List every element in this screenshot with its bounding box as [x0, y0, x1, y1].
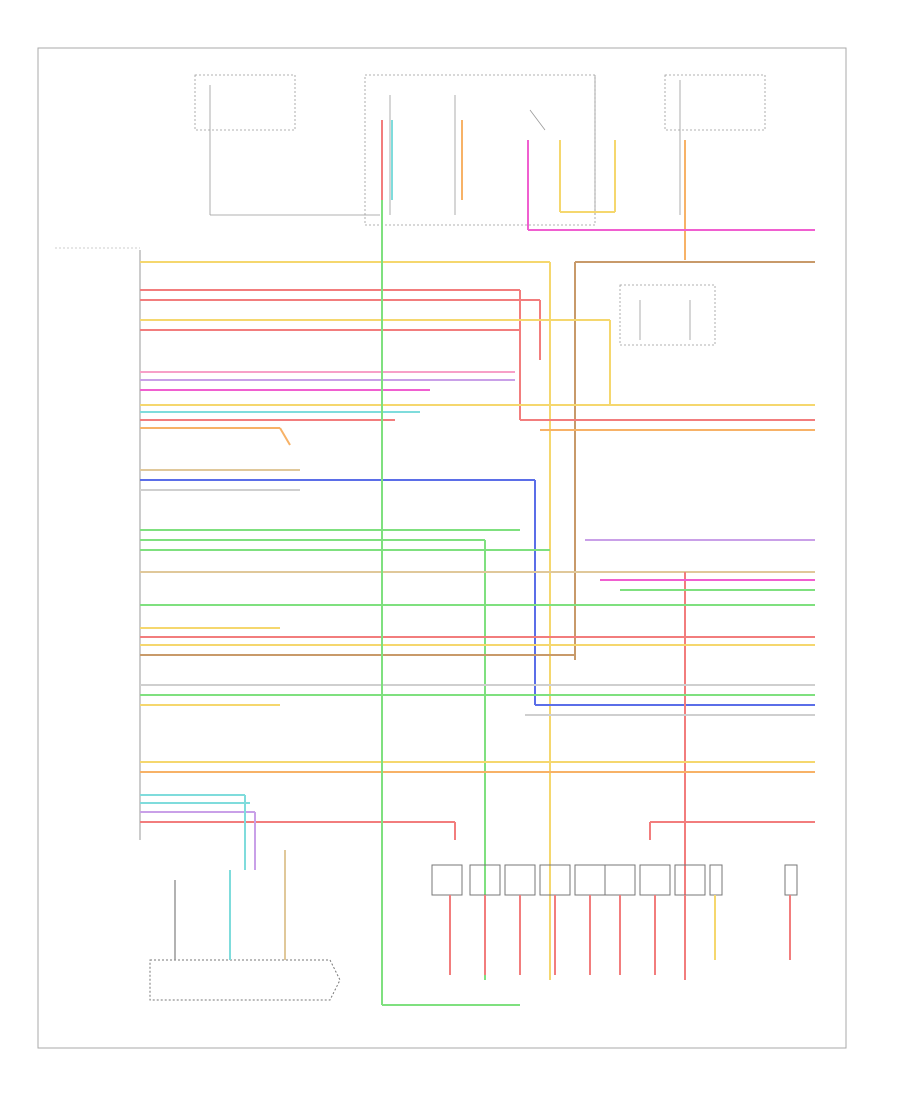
transmission-control-block: [619, 284, 716, 346]
fuel-injector-icon: [639, 864, 671, 896]
pcm-module: [55, 247, 141, 840]
sensor-icon: [784, 864, 798, 896]
injector-wires: [449, 895, 791, 975]
pcm-horizontal-wires: [140, 261, 815, 980]
fuse-box-left: [194, 74, 380, 216]
ground-path: [381, 200, 520, 1006]
fuel-injector-icon: [604, 864, 636, 896]
fuel-injector-icon: [504, 864, 536, 896]
top-vertical-wires: [381, 120, 815, 260]
fuel-injector-icon: [674, 864, 706, 896]
sensor-icon: [709, 864, 723, 896]
fuse-box-right: [594, 74, 766, 215]
fuel-injector-icon: [574, 864, 606, 896]
fuel-injector-icon: [539, 864, 571, 896]
diagram-frame: [37, 47, 847, 1049]
speed-sensor-cluster: [149, 795, 341, 1001]
fuel-injector-icon: [431, 864, 463, 896]
fuse-box-center: [364, 74, 596, 226]
injector-row: [431, 864, 798, 896]
